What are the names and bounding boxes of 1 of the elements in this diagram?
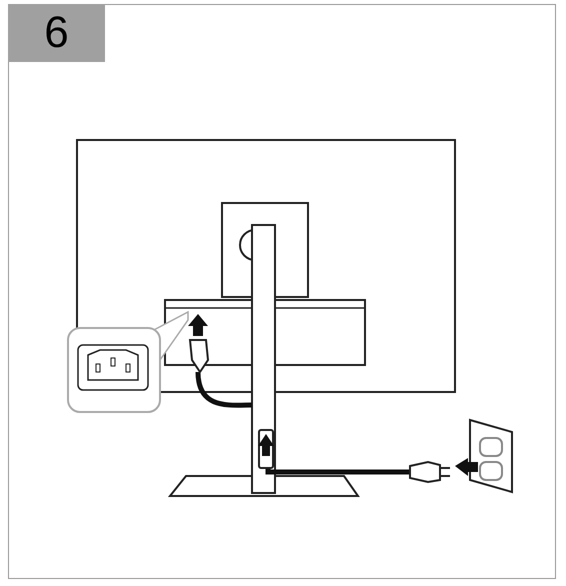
step-number: 6 <box>8 4 105 62</box>
